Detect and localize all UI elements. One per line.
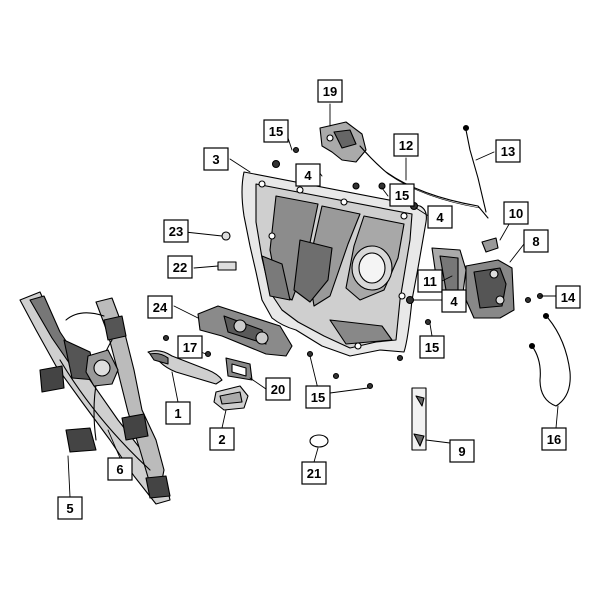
callout-15-top: 15	[263, 119, 289, 143]
svg-text:17: 17	[183, 340, 197, 355]
callout-2: 2	[209, 427, 235, 451]
svg-text:6: 6	[116, 462, 123, 477]
callout-21: 21	[301, 461, 327, 485]
svg-text:23: 23	[169, 224, 183, 239]
callout-22: 22	[167, 255, 193, 279]
svg-text:4: 4	[304, 168, 312, 183]
lock-actuator	[319, 121, 367, 163]
outside-handle	[147, 350, 223, 385]
callout-16: 16	[541, 427, 567, 451]
svg-text:10: 10	[509, 206, 523, 221]
svg-text:22: 22	[173, 260, 187, 275]
svg-text:5: 5	[66, 501, 73, 516]
handle-cap	[213, 385, 249, 411]
foam-pad	[217, 261, 237, 271]
svg-text:1: 1	[174, 406, 181, 421]
callout-4-low: 4	[441, 289, 467, 313]
svg-text:19: 19	[323, 84, 337, 99]
striker-bracket	[411, 387, 427, 451]
svg-text:8: 8	[532, 234, 539, 249]
callout-20: 20	[265, 377, 291, 401]
svg-text:15: 15	[425, 340, 439, 355]
callout-6: 6	[107, 457, 133, 481]
svg-text:4: 4	[436, 210, 444, 225]
callout-5: 5	[57, 496, 83, 520]
callout-1: 1	[165, 401, 191, 425]
handle-bracket	[197, 305, 293, 357]
svg-text:11: 11	[423, 274, 437, 289]
svg-text:3: 3	[212, 152, 219, 167]
callout-15-mid: 15	[389, 183, 415, 207]
svg-text:20: 20	[271, 382, 285, 397]
callout-3: 3	[203, 147, 229, 171]
lock-rod	[462, 124, 487, 213]
callout-19: 19	[317, 79, 343, 103]
svg-text:21: 21	[307, 466, 321, 481]
svg-text:16: 16	[547, 432, 561, 447]
push-nut	[221, 231, 231, 241]
callout-17: 17	[177, 335, 203, 359]
access-plug	[309, 434, 329, 448]
door-latch	[465, 259, 515, 319]
callout-9: 9	[449, 439, 475, 463]
latch-cable	[359, 145, 489, 219]
callout-13: 13	[495, 139, 521, 163]
callout-11: 11	[417, 269, 443, 293]
callout-8: 8	[523, 229, 549, 253]
svg-text:24: 24	[153, 300, 168, 315]
callout-4-mid: 4	[427, 205, 453, 229]
callout-10: 10	[503, 201, 529, 225]
callout-4-top: 4	[295, 163, 321, 187]
callout-labels: 19 15 3 4 12 13 15 4 10 8 23 22 11 4 14 …	[57, 79, 581, 520]
callout-15-right: 15	[419, 335, 445, 359]
callout-15-bottom: 15	[305, 385, 331, 409]
svg-text:2: 2	[218, 432, 225, 447]
svg-text:12: 12	[399, 138, 413, 153]
rod-clip	[481, 237, 499, 253]
svg-text:13: 13	[501, 144, 515, 159]
callout-14: 14	[555, 285, 581, 309]
handle-gasket	[225, 357, 253, 381]
svg-text:15: 15	[269, 124, 283, 139]
svg-text:15: 15	[311, 390, 325, 405]
callout-12: 12	[393, 133, 419, 157]
door-carrier-panel	[241, 171, 427, 357]
svg-text:14: 14	[561, 290, 576, 305]
window-regulator-frame	[19, 291, 171, 505]
svg-text:4: 4	[450, 294, 458, 309]
svg-text:15: 15	[395, 188, 409, 203]
release-cable	[528, 312, 571, 407]
callout-23: 23	[163, 219, 189, 243]
callout-24: 24	[147, 295, 173, 319]
svg-text:9: 9	[458, 444, 465, 459]
regulator-motor	[85, 349, 119, 387]
